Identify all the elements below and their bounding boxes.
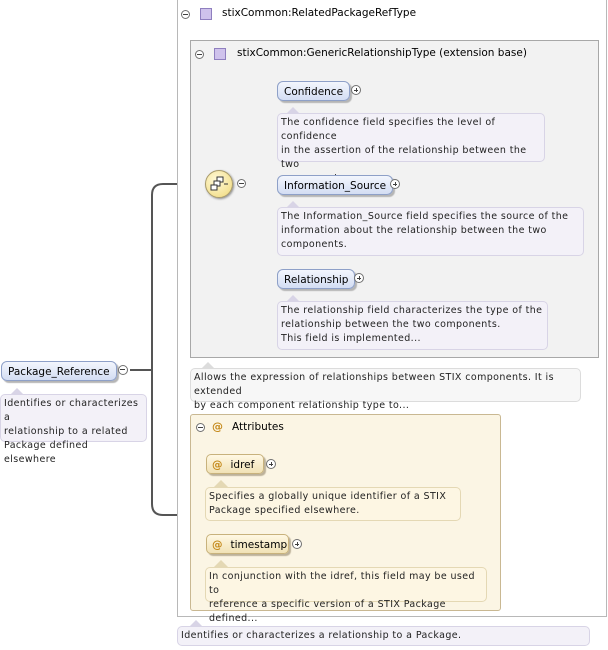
- expand-icon[interactable]: [390, 179, 400, 189]
- sequence-compositor-icon[interactable]: [205, 170, 233, 198]
- element-confidence[interactable]: Confidence: [277, 81, 351, 101]
- collapse-icon[interactable]: [181, 10, 190, 19]
- attribute-idref[interactable]: @idref: [206, 454, 264, 474]
- note-pointer: [201, 362, 215, 369]
- note-pointer: [189, 620, 203, 627]
- collapse-icon[interactable]: [195, 50, 204, 59]
- collapse-icon[interactable]: [196, 423, 205, 432]
- extension-base-note: Allows the expression of relationships b…: [190, 368, 581, 411]
- extension-base-label: stixCommon:GenericRelationshipType (exte…: [237, 47, 527, 59]
- element-information-source[interactable]: Information_Source: [277, 175, 394, 195]
- note-pointer: [10, 388, 24, 395]
- confidence-note: The confidence field specifies the level…: [277, 113, 545, 184]
- type-note: Identifies or characterizes a relationsh…: [177, 626, 590, 646]
- idref-note: Specifies a globally unique identifier o…: [205, 487, 461, 521]
- element-relationship[interactable]: Relationship: [277, 269, 356, 289]
- timestamp-note: In conjunction with the idref, this fiel…: [205, 567, 487, 624]
- type-label: stixCommon:RelatedPackageRefType: [222, 7, 417, 19]
- relationship-note: The relationship field characterizes the…: [277, 301, 548, 350]
- at-sign-icon: @: [212, 420, 223, 433]
- collapse-icon[interactable]: [237, 179, 246, 188]
- collapse-icon[interactable]: [118, 365, 128, 375]
- at-sign-icon: @: [212, 539, 223, 551]
- note-pointer: [286, 295, 300, 302]
- attribute-timestamp[interactable]: @timestamp: [206, 534, 289, 554]
- note-pointer: [214, 480, 228, 487]
- complex-type-icon: [200, 8, 212, 20]
- attributes-title: Attributes: [232, 421, 284, 433]
- note-pointer: [286, 201, 300, 208]
- complex-type-icon: [214, 48, 226, 60]
- expand-icon[interactable]: [292, 539, 302, 549]
- element-package-reference[interactable]: Package_Reference: [1, 361, 117, 381]
- expand-icon[interactable]: [354, 273, 364, 283]
- note-pointer: [286, 107, 300, 114]
- expand-icon[interactable]: [351, 85, 361, 95]
- note-pointer: [214, 560, 228, 567]
- expand-icon[interactable]: [266, 459, 276, 469]
- at-sign-icon: @: [212, 459, 223, 471]
- information-source-note: The Information_Source field specifies t…: [277, 207, 584, 256]
